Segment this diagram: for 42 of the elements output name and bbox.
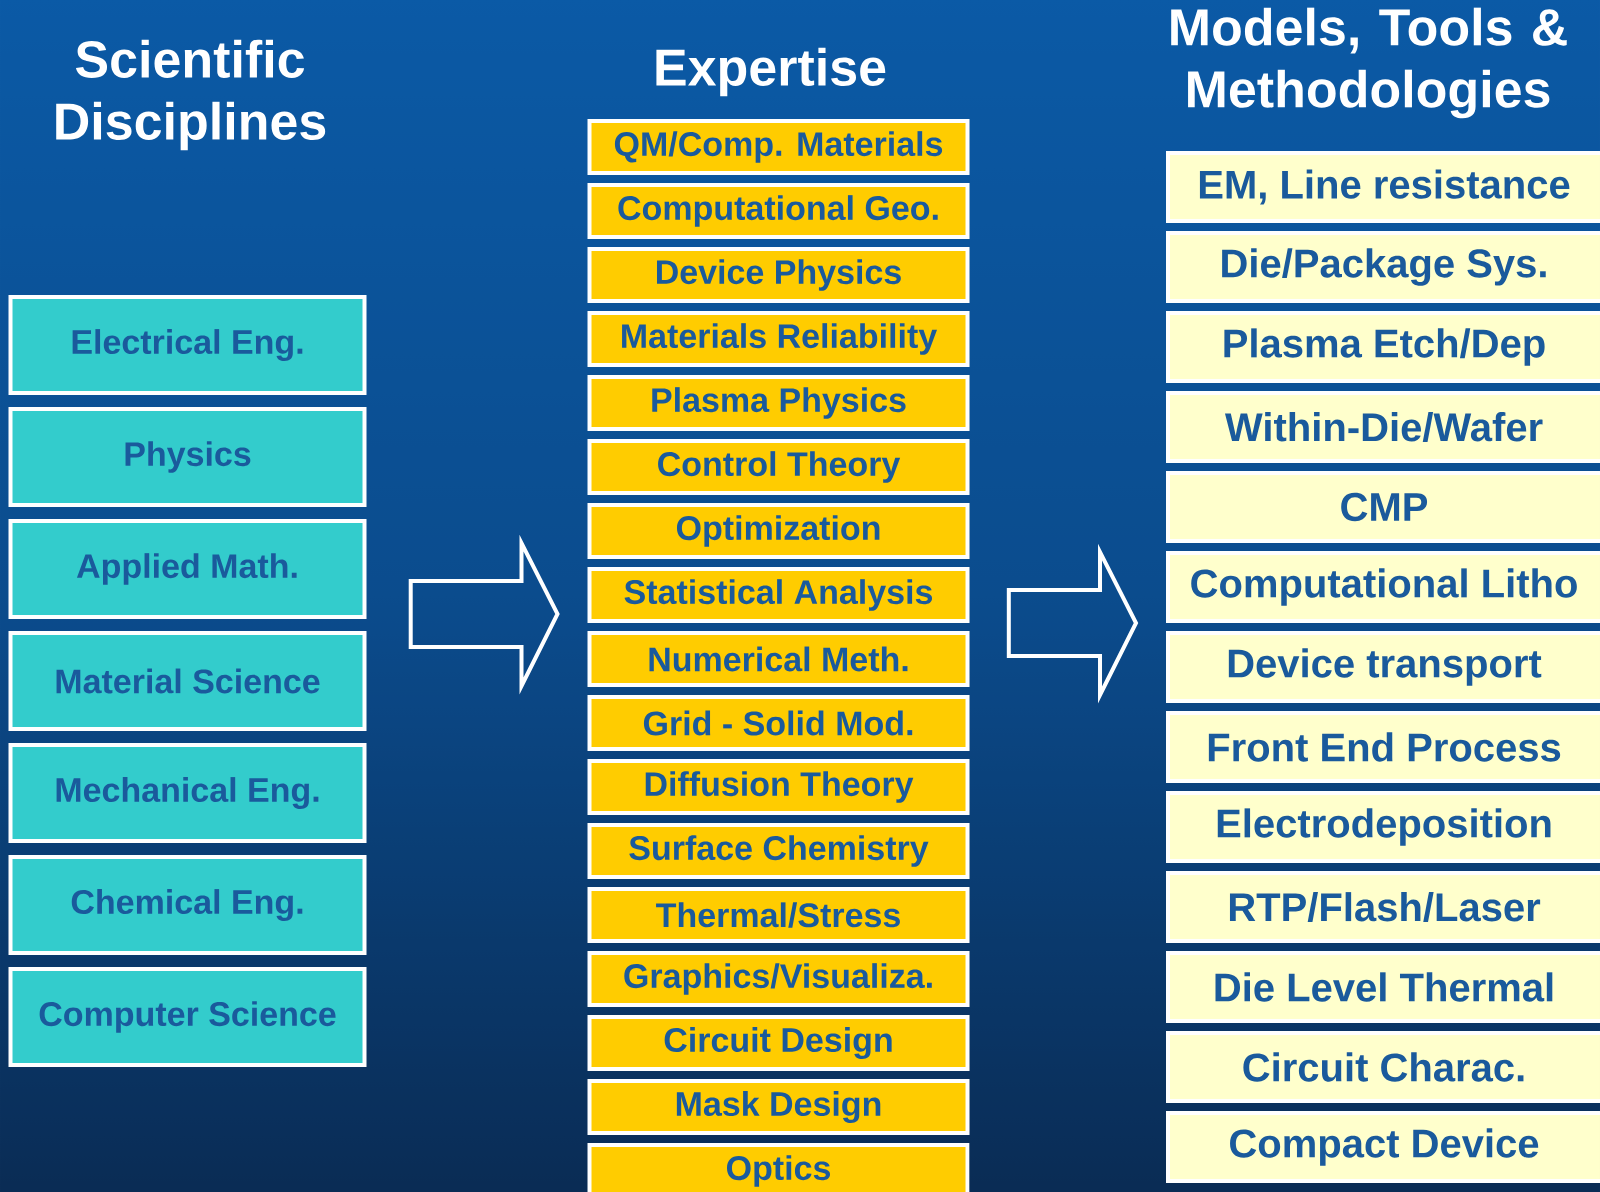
discipline-box: Applied Math.	[8, 519, 367, 619]
column-heading: Scientific Disciplines	[56, 39, 326, 151]
expertise-box: Statistical Analysis	[587, 567, 970, 623]
discipline-box: Chemical Eng.	[8, 855, 367, 955]
expertise-box: Control Theory	[587, 439, 970, 495]
discipline-box: Material Science	[8, 631, 367, 731]
model-box: RTP/Flash/Laser	[1166, 871, 1600, 943]
expertise-box: Circuit Design	[587, 1015, 970, 1071]
model-box: Compact Device	[1166, 1111, 1600, 1183]
expertise-box: Numerical Meth.	[587, 631, 970, 687]
model-box: Die/Package Sys.	[1166, 231, 1600, 303]
block-arrow	[408, 534, 560, 695]
model-box: Computational Litho	[1166, 551, 1600, 623]
expertise-box: Device Physics	[587, 247, 970, 303]
expertise-box: Plasma Physics	[587, 375, 970, 431]
model-box: Circuit Charac.	[1166, 1031, 1600, 1103]
discipline-box: Electrical Eng.	[8, 295, 367, 395]
model-box: Front End Process	[1166, 711, 1600, 783]
model-box: Device transport	[1166, 631, 1600, 703]
discipline-box: Mechanical Eng.	[8, 743, 367, 843]
expertise-box: QM/Comp. Materials	[587, 119, 970, 175]
expertise-box: Diffusion Theory	[587, 759, 970, 815]
model-box: CMP	[1166, 471, 1600, 543]
expertise-box: Optimization	[587, 503, 970, 559]
block-arrow	[1006, 543, 1139, 704]
discipline-box: Physics	[8, 407, 367, 507]
discipline-box: Computer Science	[8, 967, 367, 1067]
expertise-box: Computational Geo.	[587, 183, 970, 239]
expertise-box: Optics	[587, 1143, 970, 1192]
expertise-box: Graphics/Visualiza.	[587, 951, 970, 1007]
model-box: Electrodeposition	[1166, 791, 1600, 863]
expertise-box: Surface Chemistry	[587, 823, 970, 879]
model-box: Die Level Thermal	[1166, 951, 1600, 1023]
expertise-box: Thermal/Stress	[587, 887, 970, 943]
model-box: Plasma Etch/Dep	[1166, 311, 1600, 383]
expertise-box: Materials Reliability	[587, 311, 970, 367]
expertise-box: Grid - Solid Mod.	[587, 695, 970, 751]
column-heading: Models, Tools & Methodologies	[1171, 7, 1567, 119]
model-box: EM, Line resistance	[1166, 151, 1600, 223]
model-box: Within-Die/Wafer	[1166, 391, 1600, 463]
expertise-box: Mask Design	[587, 1079, 970, 1135]
column-heading: Expertise	[656, 47, 886, 97]
